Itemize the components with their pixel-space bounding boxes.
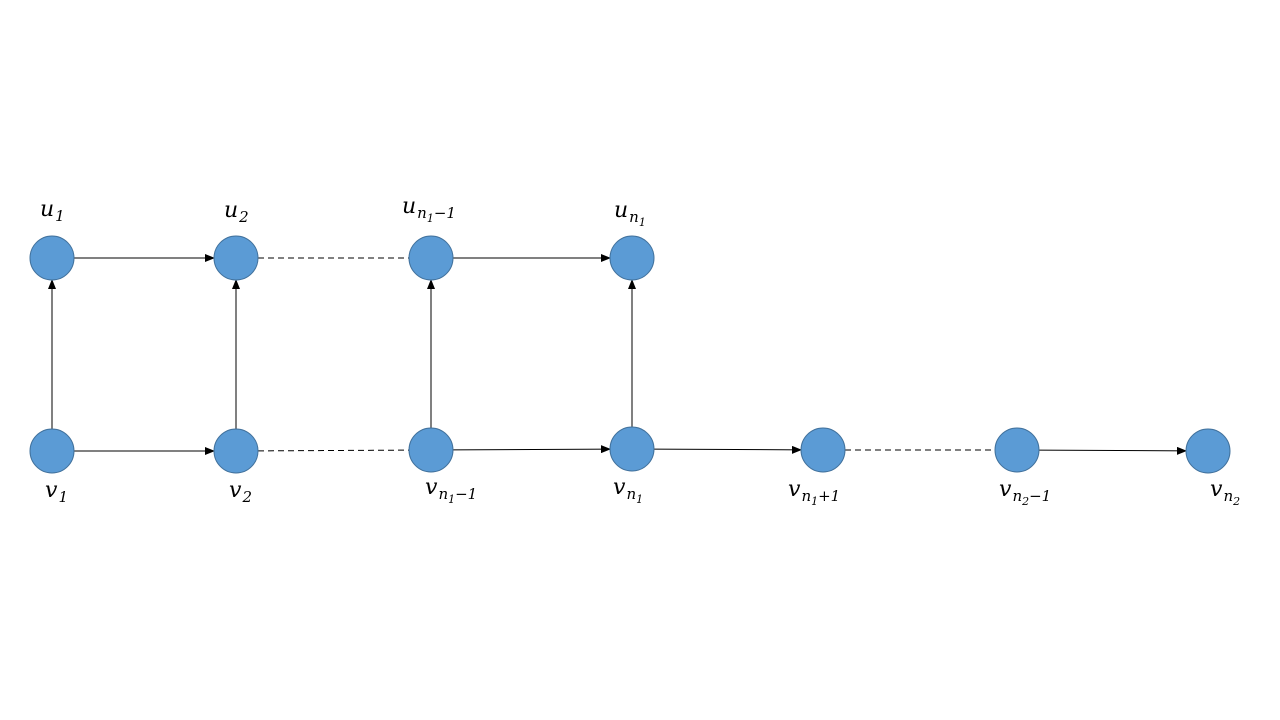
node-label-vn1m: vn1−1 (425, 475, 477, 506)
node-u1 (29, 235, 75, 281)
node-label-vn2m: vn2−1 (999, 477, 1051, 508)
node-label-vn1p: vn1+1 (788, 477, 840, 508)
node-vn1p (800, 427, 846, 473)
edge-vn2m-vn2 (1038, 446, 1188, 455)
labels-layer: u1 u2 un1−1 un1 v1 v2 vn1−1 vn1 vn1+1 vn2−1 vn2 (40, 194, 1240, 508)
nodes-layer (29, 235, 1231, 474)
node-vn1 (609, 426, 655, 472)
node-label-vn2: vn2 (1210, 477, 1240, 508)
edges-layer (48, 254, 1188, 455)
node-vn1m (408, 427, 454, 473)
node-v2 (213, 428, 259, 474)
node-v1 (29, 428, 75, 474)
node-label-u2: u2 (224, 198, 249, 226)
edge-vn1m-vn1 (452, 445, 612, 454)
node-label-un1: un1 (614, 198, 646, 229)
node-label-v2: v2 (229, 478, 252, 506)
edge-vn1-vn1p (653, 445, 803, 454)
node-vn2 (1185, 428, 1231, 474)
node-label-un1m: un1−1 (402, 194, 456, 225)
edge-v2-vn1m (257, 449, 410, 452)
node-label-u1: u1 (40, 197, 65, 225)
node-label-vn1: vn1 (613, 475, 643, 506)
node-un1m (408, 235, 454, 281)
node-label-v1: v1 (45, 478, 68, 506)
node-u2 (213, 235, 259, 281)
node-un1 (609, 235, 655, 281)
node-vn2m (994, 427, 1040, 473)
